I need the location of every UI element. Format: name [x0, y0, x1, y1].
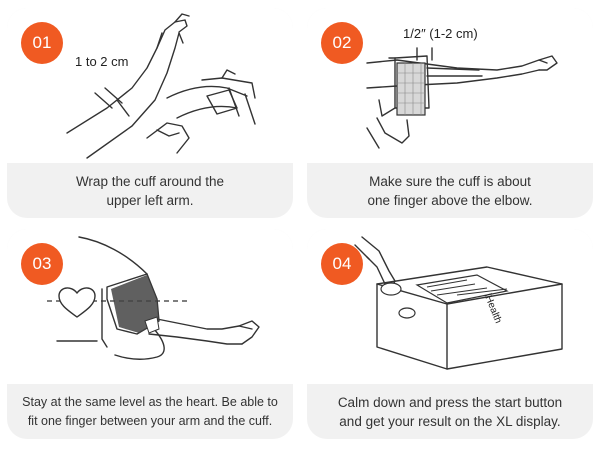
step-caption: Stay at the same level as the heart. Be …: [7, 384, 293, 439]
caption-line: upper left arm.: [106, 192, 194, 208]
measurement-label: 1 to 2 cm: [75, 54, 129, 69]
step-number-badge: 03: [21, 243, 63, 285]
measurement-label: 1/2″ (1-2 cm): [403, 26, 478, 41]
step-card-4: 04 iHealth Calm down and press the start…: [307, 229, 593, 439]
caption-line: one finger above the elbow.: [367, 192, 533, 208]
step-caption: Wrap the cuff around the upper left arm.: [7, 163, 293, 218]
caption-line: Make sure the cuff is about: [369, 173, 531, 189]
step-caption: Calm down and press the start button and …: [307, 384, 593, 439]
step-1-illustration: 01 1 to 2 cm: [7, 8, 293, 163]
caption-line: Stay at the same level as the heart. Be …: [22, 394, 278, 409]
caption-line: Calm down and press the start button: [337, 394, 563, 410]
step-4-illustration: 04 iHealth: [307, 229, 593, 384]
step-2-illustration: 02 1/2″ (1-2 cm): [307, 8, 593, 163]
step-card-2: 02 1/2″ (1-2 cm) Make sure the cuff is a…: [307, 8, 593, 218]
caption-line: fit one finger between your arm and the …: [27, 413, 273, 428]
step-card-3: 03 Stay at the same level as the heart. …: [7, 229, 293, 439]
cuff-above-elbow-drawing: [366, 47, 558, 149]
step-card-1: 01 1 to 2 cm Wrap the cuff around the upp…: [7, 8, 293, 218]
step-caption: Make sure the cuff is about one finger ab…: [307, 163, 593, 218]
caption-line: Wrap the cuff around the: [75, 173, 225, 189]
heart-level-drawing: [47, 236, 260, 360]
caption-line: and get your result on the XL display.: [339, 413, 561, 429]
step-number-badge: 01: [21, 22, 63, 64]
step-number-badge: 02: [321, 22, 363, 64]
step-3-illustration: 03: [7, 229, 293, 384]
arm-wrap-cuff-drawing: [66, 13, 256, 159]
step-number-badge: 04: [321, 243, 363, 285]
press-start-button-drawing: [354, 236, 563, 370]
